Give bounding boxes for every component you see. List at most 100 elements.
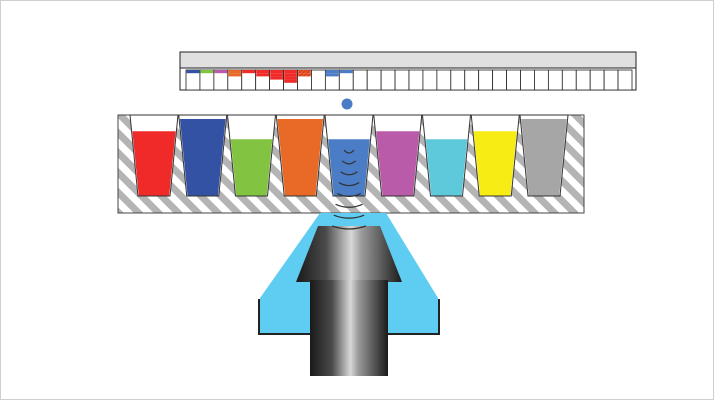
destination-well	[283, 69, 298, 91]
destination-well-droplet	[256, 73, 270, 77]
source-well-liquid	[132, 131, 176, 196]
acoustic-wave-arc	[333, 214, 365, 219]
destination-well-outline	[589, 69, 605, 91]
destination-well-droplet	[228, 70, 242, 74]
destination-well-droplet	[270, 73, 283, 77]
destination-well	[408, 69, 424, 91]
destination-plate-top	[179, 51, 637, 69]
destination-well-outline	[352, 69, 368, 91]
destination-well-droplet	[256, 70, 270, 74]
destination-well-outline	[547, 69, 563, 91]
destination-wells	[185, 69, 633, 91]
transducer-body	[310, 280, 388, 376]
source-well-gray	[519, 114, 569, 197]
acoustic-wave-arc	[336, 192, 362, 198]
acoustic-wave-arc	[338, 182, 360, 187]
destination-well	[213, 69, 229, 91]
destination-well-droplet	[186, 70, 200, 74]
destination-well-outline	[422, 69, 438, 91]
source-well-orange	[275, 114, 325, 197]
destination-well	[199, 69, 215, 91]
destination-well	[450, 69, 466, 91]
destination-well	[547, 69, 563, 91]
destination-well-outline	[534, 69, 549, 91]
source-well-liquid	[425, 139, 468, 196]
destination-well	[324, 69, 340, 91]
destination-well	[297, 69, 312, 91]
destination-well-outline	[450, 69, 466, 91]
destination-well	[464, 69, 480, 91]
destination-well-outline	[561, 69, 577, 91]
source-wells	[129, 114, 569, 197]
acoustic-wave-arc	[343, 149, 355, 154]
destination-well-droplet	[325, 70, 339, 74]
destination-well-outline	[366, 69, 382, 91]
destination-well	[269, 69, 284, 91]
destination-well	[589, 69, 605, 91]
destination-well	[603, 69, 619, 91]
destination-well	[185, 69, 201, 91]
destination-well-outline	[311, 69, 326, 91]
source-well-magenta	[373, 114, 423, 197]
destination-well	[561, 69, 577, 91]
destination-well-droplet	[214, 70, 228, 74]
destination-well-outline	[520, 69, 535, 91]
destination-well	[394, 69, 410, 91]
source-well-active	[324, 114, 374, 197]
transducer-head	[296, 226, 402, 282]
destination-well-droplet	[298, 73, 311, 77]
destination-well-outline	[617, 69, 633, 91]
destination-well-droplet	[284, 76, 297, 80]
destination-well	[478, 69, 494, 91]
destination-well-droplet	[298, 70, 311, 74]
destination-well	[241, 69, 257, 91]
acoustic-wave-arc	[331, 225, 367, 230]
destination-well	[311, 69, 326, 91]
destination-well-droplet	[270, 76, 283, 80]
destination-well	[227, 69, 243, 91]
destination-well	[492, 69, 507, 91]
destination-well	[352, 69, 368, 91]
destination-well	[338, 69, 354, 91]
source-well-green	[226, 114, 277, 197]
destination-well	[534, 69, 549, 91]
destination-well	[506, 69, 521, 91]
source-well-liquid	[179, 119, 226, 196]
acoustic-wave-arc	[340, 171, 358, 176]
destination-well-outline	[492, 69, 507, 91]
destination-well-outline	[436, 69, 452, 91]
acoustic-wave-arc	[341, 160, 357, 165]
destination-well-droplet	[339, 70, 353, 74]
source-well-liquid	[376, 131, 420, 196]
destination-well-droplet	[270, 70, 283, 74]
source-well-liquid	[277, 119, 324, 196]
destination-well-outline	[394, 69, 410, 91]
destination-well-outline	[464, 69, 480, 91]
destination-well-outline	[506, 69, 521, 91]
destination-well	[255, 69, 271, 91]
destination-well-droplet	[284, 70, 297, 74]
dispensed-droplet	[341, 98, 353, 110]
destination-well-outline	[478, 69, 494, 91]
destination-well	[366, 69, 382, 91]
destination-well-outline	[380, 69, 396, 91]
destination-well-droplet	[325, 73, 339, 77]
acoustic-waves	[331, 149, 367, 230]
destination-well	[436, 69, 452, 91]
acoustic-transducer	[296, 226, 402, 376]
destination-well-droplet	[200, 70, 214, 74]
destination-well-outline	[408, 69, 424, 91]
destination-well-droplet	[284, 79, 297, 83]
source-well-cyan	[421, 114, 472, 197]
destination-well-outline	[603, 69, 619, 91]
source-well-liquid	[473, 131, 517, 196]
destination-well	[575, 69, 591, 91]
destination-well-droplet	[242, 70, 256, 74]
destination-well-droplet	[284, 73, 297, 77]
destination-well	[520, 69, 535, 91]
source-well-blue	[178, 114, 228, 197]
source-well-liquid	[521, 119, 567, 196]
source-well-yellow	[470, 114, 520, 197]
